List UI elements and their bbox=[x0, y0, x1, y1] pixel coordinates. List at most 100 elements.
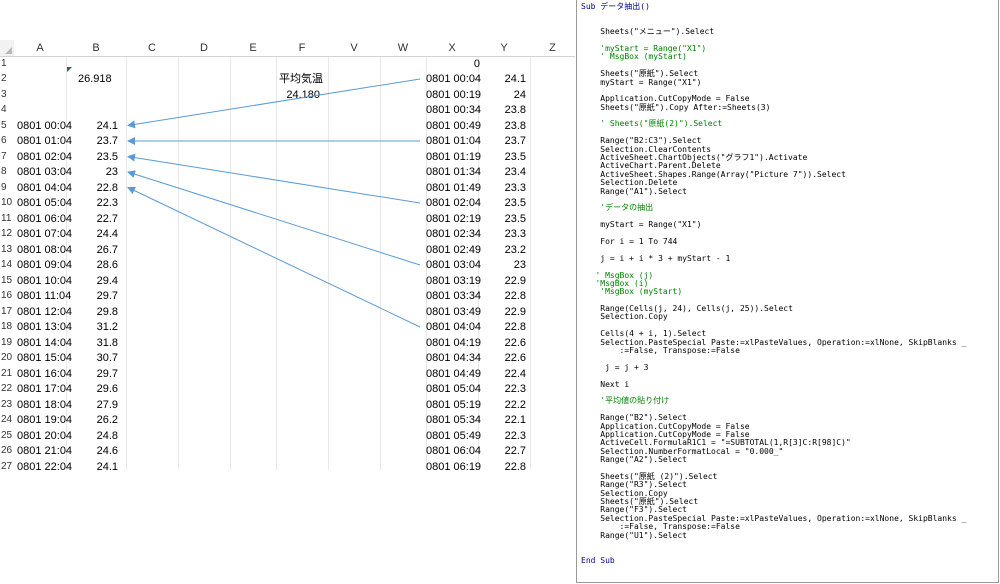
row-header[interactable]: 15 bbox=[1, 274, 13, 286]
row-header[interactable]: 4 bbox=[1, 104, 7, 115]
code-line[interactable]: Application.CutCopyMode = False bbox=[581, 429, 750, 439]
time-cell[interactable]: 0801 11:04 bbox=[17, 290, 72, 302]
time-cell[interactable]: 0801 19:04 bbox=[17, 414, 73, 426]
code-line[interactable]: Cells(4 + i, 1).Select bbox=[581, 329, 707, 339]
temp-cell[interactable]: 24.1 bbox=[504, 73, 526, 85]
code-line[interactable] bbox=[581, 548, 966, 556]
time-cell[interactable]: 0801 10:04 bbox=[17, 274, 73, 287]
row-header[interactable]: 21 bbox=[1, 367, 13, 379]
temp-cell[interactable]: 29.8 bbox=[96, 305, 118, 318]
temp-cell[interactable]: 24.4 bbox=[96, 228, 118, 240]
code-line[interactable]: Range("F3").Select bbox=[581, 505, 687, 515]
row-header[interactable]: 13 bbox=[1, 243, 13, 255]
temp-cell[interactable]: 30.7 bbox=[96, 352, 118, 364]
column-header[interactable]: F bbox=[276, 40, 328, 57]
temp-cell[interactable]: 26.2 bbox=[96, 414, 118, 426]
temp-cell[interactable]: 28.6 bbox=[96, 259, 118, 271]
time-cell[interactable]: 0801 08:04 bbox=[17, 243, 73, 256]
time-cell[interactable]: 0801 02:19 bbox=[426, 212, 482, 225]
time-cell[interactable]: 0801 05:34 bbox=[426, 414, 482, 426]
code-line[interactable]: End Sub bbox=[581, 555, 615, 565]
temp-cell[interactable]: 22.9 bbox=[504, 274, 526, 287]
time-cell[interactable]: 0801 04:49 bbox=[426, 367, 482, 380]
code-line[interactable] bbox=[581, 11, 966, 19]
time-cell[interactable]: 0801 00:04 bbox=[17, 119, 73, 132]
code-line[interactable]: Sheets("原紙").Copy After:=Sheets(3) bbox=[581, 102, 771, 112]
code-line[interactable]: Selection.Copy bbox=[581, 488, 668, 498]
code-line[interactable]: ActiveCell.FormulaR1C1 = "=SUBTOTAL(1,R[… bbox=[581, 438, 851, 448]
temp-cell[interactable]: 29.7 bbox=[96, 290, 118, 302]
code-line[interactable]: '平均値の貼り付け bbox=[581, 396, 670, 406]
temp-cell[interactable]: 23.5 bbox=[504, 212, 526, 225]
time-cell[interactable]: 0801 22:04 bbox=[17, 460, 73, 471]
time-cell[interactable]: 0801 18:04 bbox=[17, 398, 73, 411]
code-line[interactable]: :=False, Transpose:=False bbox=[581, 346, 740, 356]
code-line[interactable]: ' MsgBox (j) bbox=[581, 270, 654, 280]
code-line[interactable]: Range("U1").Select bbox=[581, 530, 687, 540]
code-line[interactable]: Sheets("メニュー").Select bbox=[581, 27, 715, 37]
temp-cell[interactable]: 22.3 bbox=[504, 383, 526, 395]
code-line[interactable]: Range("R3").Select bbox=[581, 480, 687, 490]
row-header[interactable]: 1 bbox=[1, 57, 7, 69]
temp-cell[interactable]: 22.6 bbox=[504, 336, 526, 349]
code-line[interactable]: myStart = Range("X1") bbox=[581, 220, 702, 230]
column-header[interactable]: D bbox=[178, 40, 230, 57]
time-cell[interactable]: 0801 06:04 bbox=[17, 212, 73, 225]
temp-cell[interactable]: 23 bbox=[105, 166, 118, 178]
time-cell[interactable]: 0801 05:49 bbox=[426, 429, 482, 442]
time-cell[interactable]: 0801 02:49 bbox=[426, 243, 482, 256]
code-line[interactable]: For i = 1 To 744 bbox=[581, 236, 678, 246]
column-header[interactable]: B bbox=[66, 40, 126, 57]
code-line[interactable]: Range("A2").Select bbox=[581, 455, 687, 465]
code-line[interactable]: Selection.Copy bbox=[581, 312, 668, 322]
time-cell[interactable]: 0801 06:04 bbox=[426, 445, 482, 457]
temp-cell[interactable]: 22.1 bbox=[504, 414, 526, 426]
column-header[interactable]: V bbox=[328, 40, 380, 57]
row-header[interactable]: 5 bbox=[1, 119, 7, 131]
temp-cell[interactable]: 29.4 bbox=[96, 274, 118, 287]
time-cell[interactable]: 0801 09:04 bbox=[17, 259, 73, 271]
temp-cell[interactable]: 22.4 bbox=[504, 367, 526, 380]
row-header[interactable]: 18 bbox=[1, 321, 13, 332]
row-header[interactable]: 6 bbox=[1, 135, 7, 146]
code-line[interactable]: Sheets("原紙").Select bbox=[581, 69, 699, 79]
code-line[interactable]: Selection.Delete bbox=[581, 178, 678, 188]
row-header[interactable]: 7 bbox=[1, 150, 7, 162]
temp-cell[interactable]: 23.5 bbox=[504, 197, 526, 209]
time-cell[interactable]: 0801 05:19 bbox=[426, 398, 482, 411]
row-header[interactable]: 9 bbox=[1, 181, 7, 193]
code-line[interactable]: 'myStart = Range("X1") bbox=[581, 43, 707, 53]
column-header[interactable]: E bbox=[230, 40, 276, 57]
temp-cell[interactable]: 23.7 bbox=[504, 135, 526, 147]
temp-cell[interactable]: 24 bbox=[513, 88, 526, 101]
code-line[interactable]: Selection.NumberFormatLocal = "0.000_" bbox=[581, 446, 784, 456]
code-line[interactable]: ActiveSheet.Shapes.Range(Array("Picture … bbox=[581, 169, 846, 179]
temp-cell[interactable]: 22.3 bbox=[504, 429, 526, 442]
temp-cell[interactable]: 23.4 bbox=[504, 166, 526, 178]
time-cell[interactable]: 0801 13:04 bbox=[17, 321, 73, 333]
row-header[interactable]: 24 bbox=[1, 414, 13, 425]
code-line[interactable]: Sub データ抽出() bbox=[581, 2, 650, 11]
code-line[interactable]: ActiveChart.Parent.Delete bbox=[581, 161, 721, 171]
time-cell[interactable]: 0801 02:04 bbox=[426, 197, 482, 209]
row-header[interactable]: 20 bbox=[1, 352, 13, 363]
temp-cell[interactable]: 24.8 bbox=[96, 429, 118, 442]
time-cell[interactable]: 0801 04:04 bbox=[426, 321, 482, 333]
time-cell[interactable]: 0801 21:04 bbox=[17, 445, 73, 457]
row-header[interactable]: 17 bbox=[1, 305, 13, 317]
row-header[interactable]: 22 bbox=[1, 383, 13, 394]
time-cell[interactable]: 0801 00:34 bbox=[426, 104, 482, 116]
time-cell[interactable]: 0801 04:34 bbox=[426, 352, 482, 364]
time-cell[interactable]: 0801 14:04 bbox=[17, 336, 73, 349]
code-line[interactable]: Range("B2").Select bbox=[581, 413, 687, 423]
time-cell[interactable]: 0801 15:04 bbox=[17, 352, 73, 364]
temp-cell[interactable]: 29.6 bbox=[96, 383, 118, 395]
temp-cell[interactable]: 22.9 bbox=[504, 305, 526, 318]
time-cell[interactable]: 0801 03:34 bbox=[426, 290, 482, 302]
time-cell[interactable]: 0801 00:49 bbox=[426, 119, 482, 132]
code-line[interactable]: myStart = Range("X1") bbox=[581, 77, 702, 87]
column-header[interactable]: A bbox=[14, 40, 66, 57]
time-cell[interactable]: 0801 04:19 bbox=[426, 336, 482, 349]
cell-f2[interactable]: 平均気温 bbox=[279, 73, 323, 85]
